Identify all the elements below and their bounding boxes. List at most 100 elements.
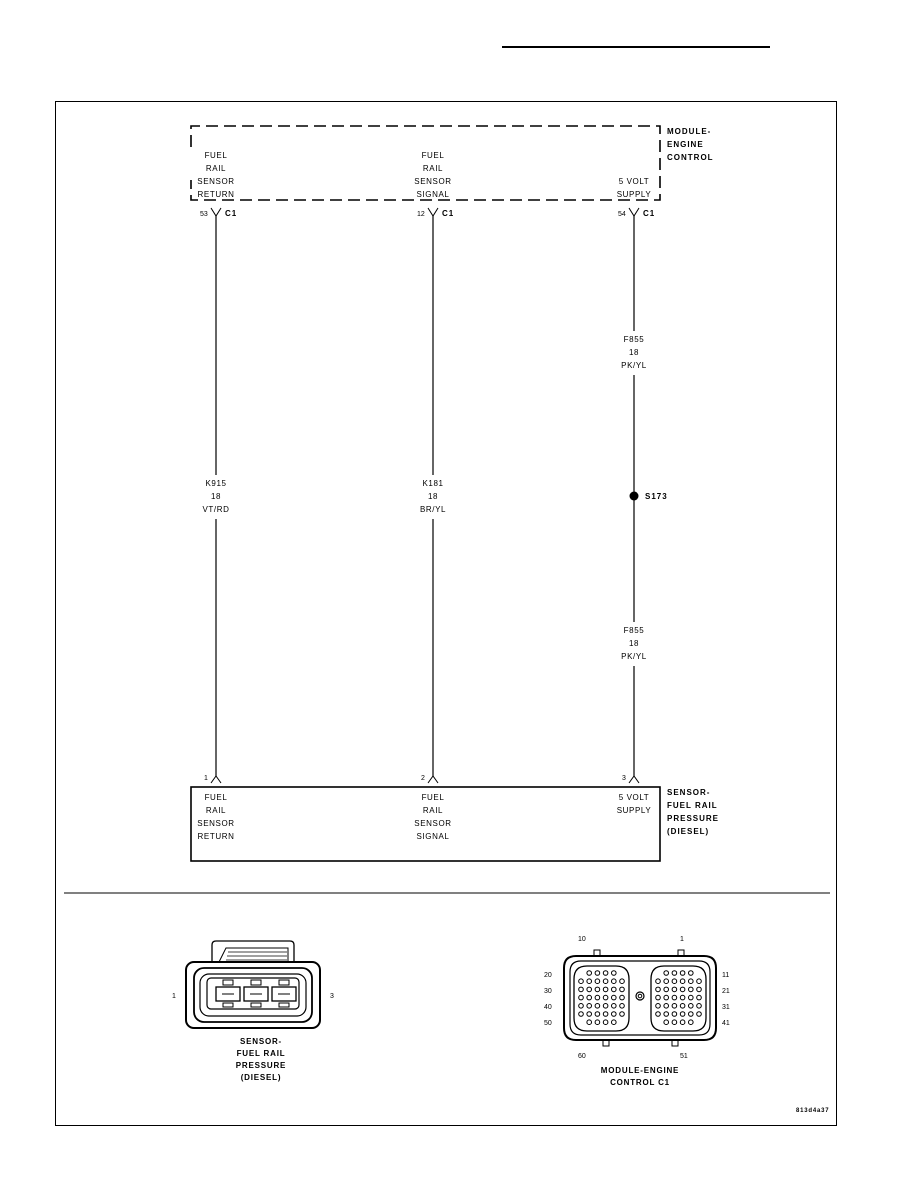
ecm-conn-caption: MODULE-ENGINE bbox=[601, 1066, 679, 1075]
diagram-frame bbox=[55, 101, 837, 1126]
connector-cavity bbox=[671, 1019, 678, 1026]
connector-cavity bbox=[663, 1011, 670, 1017]
ecm-title-line3: CONTROL bbox=[667, 153, 714, 162]
sensor-signal-label: SIGNAL bbox=[417, 832, 450, 841]
connector-cavity bbox=[688, 978, 694, 985]
connector-cavity bbox=[611, 1003, 617, 1009]
ecm-terminal-supply bbox=[628, 207, 640, 217]
connector-cavity bbox=[671, 1011, 678, 1017]
connector-cavity bbox=[679, 1011, 686, 1017]
wire-signal-color: BR/YL bbox=[420, 505, 446, 514]
ecm-conn-caption: CONTROL C1 bbox=[610, 1078, 670, 1087]
sensor-terminal-signal bbox=[427, 775, 439, 784]
connector-cavity bbox=[696, 1011, 702, 1017]
connector-cavity bbox=[586, 1011, 593, 1017]
sensor-conn-caption: FUEL RAIL bbox=[237, 1049, 286, 1058]
connector-cavity bbox=[619, 986, 625, 993]
ecm-conn-top-left: 10 bbox=[578, 936, 586, 943]
ecm-box bbox=[190, 125, 661, 201]
sensor-pin-signal: 2 bbox=[421, 775, 425, 782]
connector-cavity bbox=[602, 994, 609, 1001]
ecm-conn-top-right: 1 bbox=[680, 936, 684, 943]
connector-cavity bbox=[655, 1003, 661, 1009]
ecm-conn-left-row: 30 bbox=[544, 988, 552, 995]
sensor-conn-pin-right: 3 bbox=[330, 993, 334, 1000]
connector-cavity bbox=[663, 970, 670, 976]
wire-return-color: VT/RD bbox=[203, 505, 230, 514]
connector-cavity bbox=[611, 978, 617, 985]
ecm-conn-left-row: 50 bbox=[544, 1020, 552, 1027]
connector-cavity bbox=[594, 1003, 601, 1009]
sensor-title-line2: FUEL RAIL bbox=[667, 801, 718, 810]
wire-signal-gauge: 18 bbox=[428, 492, 438, 501]
connector-cavity bbox=[671, 994, 678, 1001]
header-rule bbox=[502, 46, 770, 48]
connector-cavity bbox=[602, 970, 609, 976]
splice-label: S173 bbox=[645, 492, 668, 501]
connector-cavity bbox=[671, 970, 678, 976]
sensor-supply-label: 5 VOLT bbox=[619, 793, 650, 802]
wire-supply-upper-gauge: 18 bbox=[629, 348, 639, 357]
connector-cavity bbox=[594, 986, 601, 993]
connector-cavity bbox=[586, 994, 593, 1001]
connector-cavity bbox=[696, 1003, 702, 1009]
connector-cavity bbox=[602, 1011, 609, 1017]
connector-cavity bbox=[586, 978, 593, 985]
ecm-pin-return: 53 bbox=[200, 211, 208, 218]
sensor-conn-caption: PRESSURE bbox=[236, 1061, 286, 1070]
sensor-signal-label: RAIL bbox=[423, 806, 443, 815]
connector-cavity bbox=[611, 986, 617, 993]
sensor-connector-drawing bbox=[185, 940, 321, 1029]
connector-cavity bbox=[602, 978, 609, 985]
sensor-conn-pin-left: 1 bbox=[172, 993, 176, 1000]
connector-cavity bbox=[671, 986, 678, 993]
connector-cavity bbox=[578, 978, 584, 985]
ecm-return-label: FUEL bbox=[205, 151, 228, 160]
connector-cavity bbox=[602, 986, 609, 993]
ecm-return-label: RETURN bbox=[198, 190, 235, 199]
connector-cavity bbox=[578, 1003, 584, 1009]
connector-cavity bbox=[679, 986, 686, 993]
connector-cavity bbox=[619, 1011, 625, 1017]
connector-cavity bbox=[688, 1011, 694, 1017]
ecm-title-line2: ENGINE bbox=[667, 140, 704, 149]
sensor-pin-supply: 3 bbox=[622, 775, 626, 782]
sensor-conn-caption: (DIESEL) bbox=[241, 1073, 282, 1082]
wire-return-circuit: K915 bbox=[205, 479, 226, 488]
ecm-conn-left-row: 40 bbox=[544, 1004, 552, 1011]
sensor-box bbox=[190, 786, 661, 862]
sensor-terminal-supply bbox=[628, 775, 640, 784]
connector-cavity bbox=[611, 1011, 617, 1017]
connector-cavity bbox=[679, 978, 686, 985]
connector-cavity bbox=[655, 1011, 661, 1017]
connector-cavity bbox=[586, 986, 593, 993]
ecm-connector-cavities bbox=[578, 970, 702, 1026]
sensor-title-line3: PRESSURE bbox=[667, 814, 719, 823]
connector-cavity bbox=[679, 994, 686, 1001]
connector-cavity bbox=[688, 1019, 694, 1026]
ecm-signal-label: RAIL bbox=[423, 164, 443, 173]
connector-cavity bbox=[611, 1019, 617, 1026]
connector-cavity bbox=[611, 994, 617, 1001]
connector-cavity bbox=[663, 994, 670, 1001]
ecm-supply-label: 5 VOLT bbox=[619, 177, 650, 186]
ecm-conn-right-row: 11 bbox=[722, 972, 729, 979]
wire-supply-lower-color: PK/YL bbox=[621, 652, 647, 661]
ecm-connector-drawing bbox=[563, 949, 717, 1047]
connector-cavity bbox=[602, 1019, 609, 1026]
wire-supply-lower-circuit: F855 bbox=[624, 626, 645, 635]
sensor-signal-label: SENSOR bbox=[414, 819, 451, 828]
ecm-signal-label: SIGNAL bbox=[417, 190, 450, 199]
ecm-signal-label: FUEL bbox=[422, 151, 445, 160]
ecm-conn-bottom-left: 60 bbox=[578, 1053, 586, 1060]
connector-cavity bbox=[679, 1003, 686, 1009]
ecm-title-line1: MODULE- bbox=[667, 127, 711, 136]
connector-cavity bbox=[655, 994, 661, 1001]
ecm-supply-label: SUPPLY bbox=[617, 190, 652, 199]
sensor-signal-label: FUEL bbox=[422, 793, 445, 802]
connector-cavity bbox=[696, 986, 702, 993]
ecm-connector-label: C1 bbox=[225, 209, 237, 218]
connector-cavity bbox=[578, 986, 584, 993]
sensor-return-label: FUEL bbox=[205, 793, 228, 802]
connector-cavity bbox=[663, 1003, 670, 1009]
